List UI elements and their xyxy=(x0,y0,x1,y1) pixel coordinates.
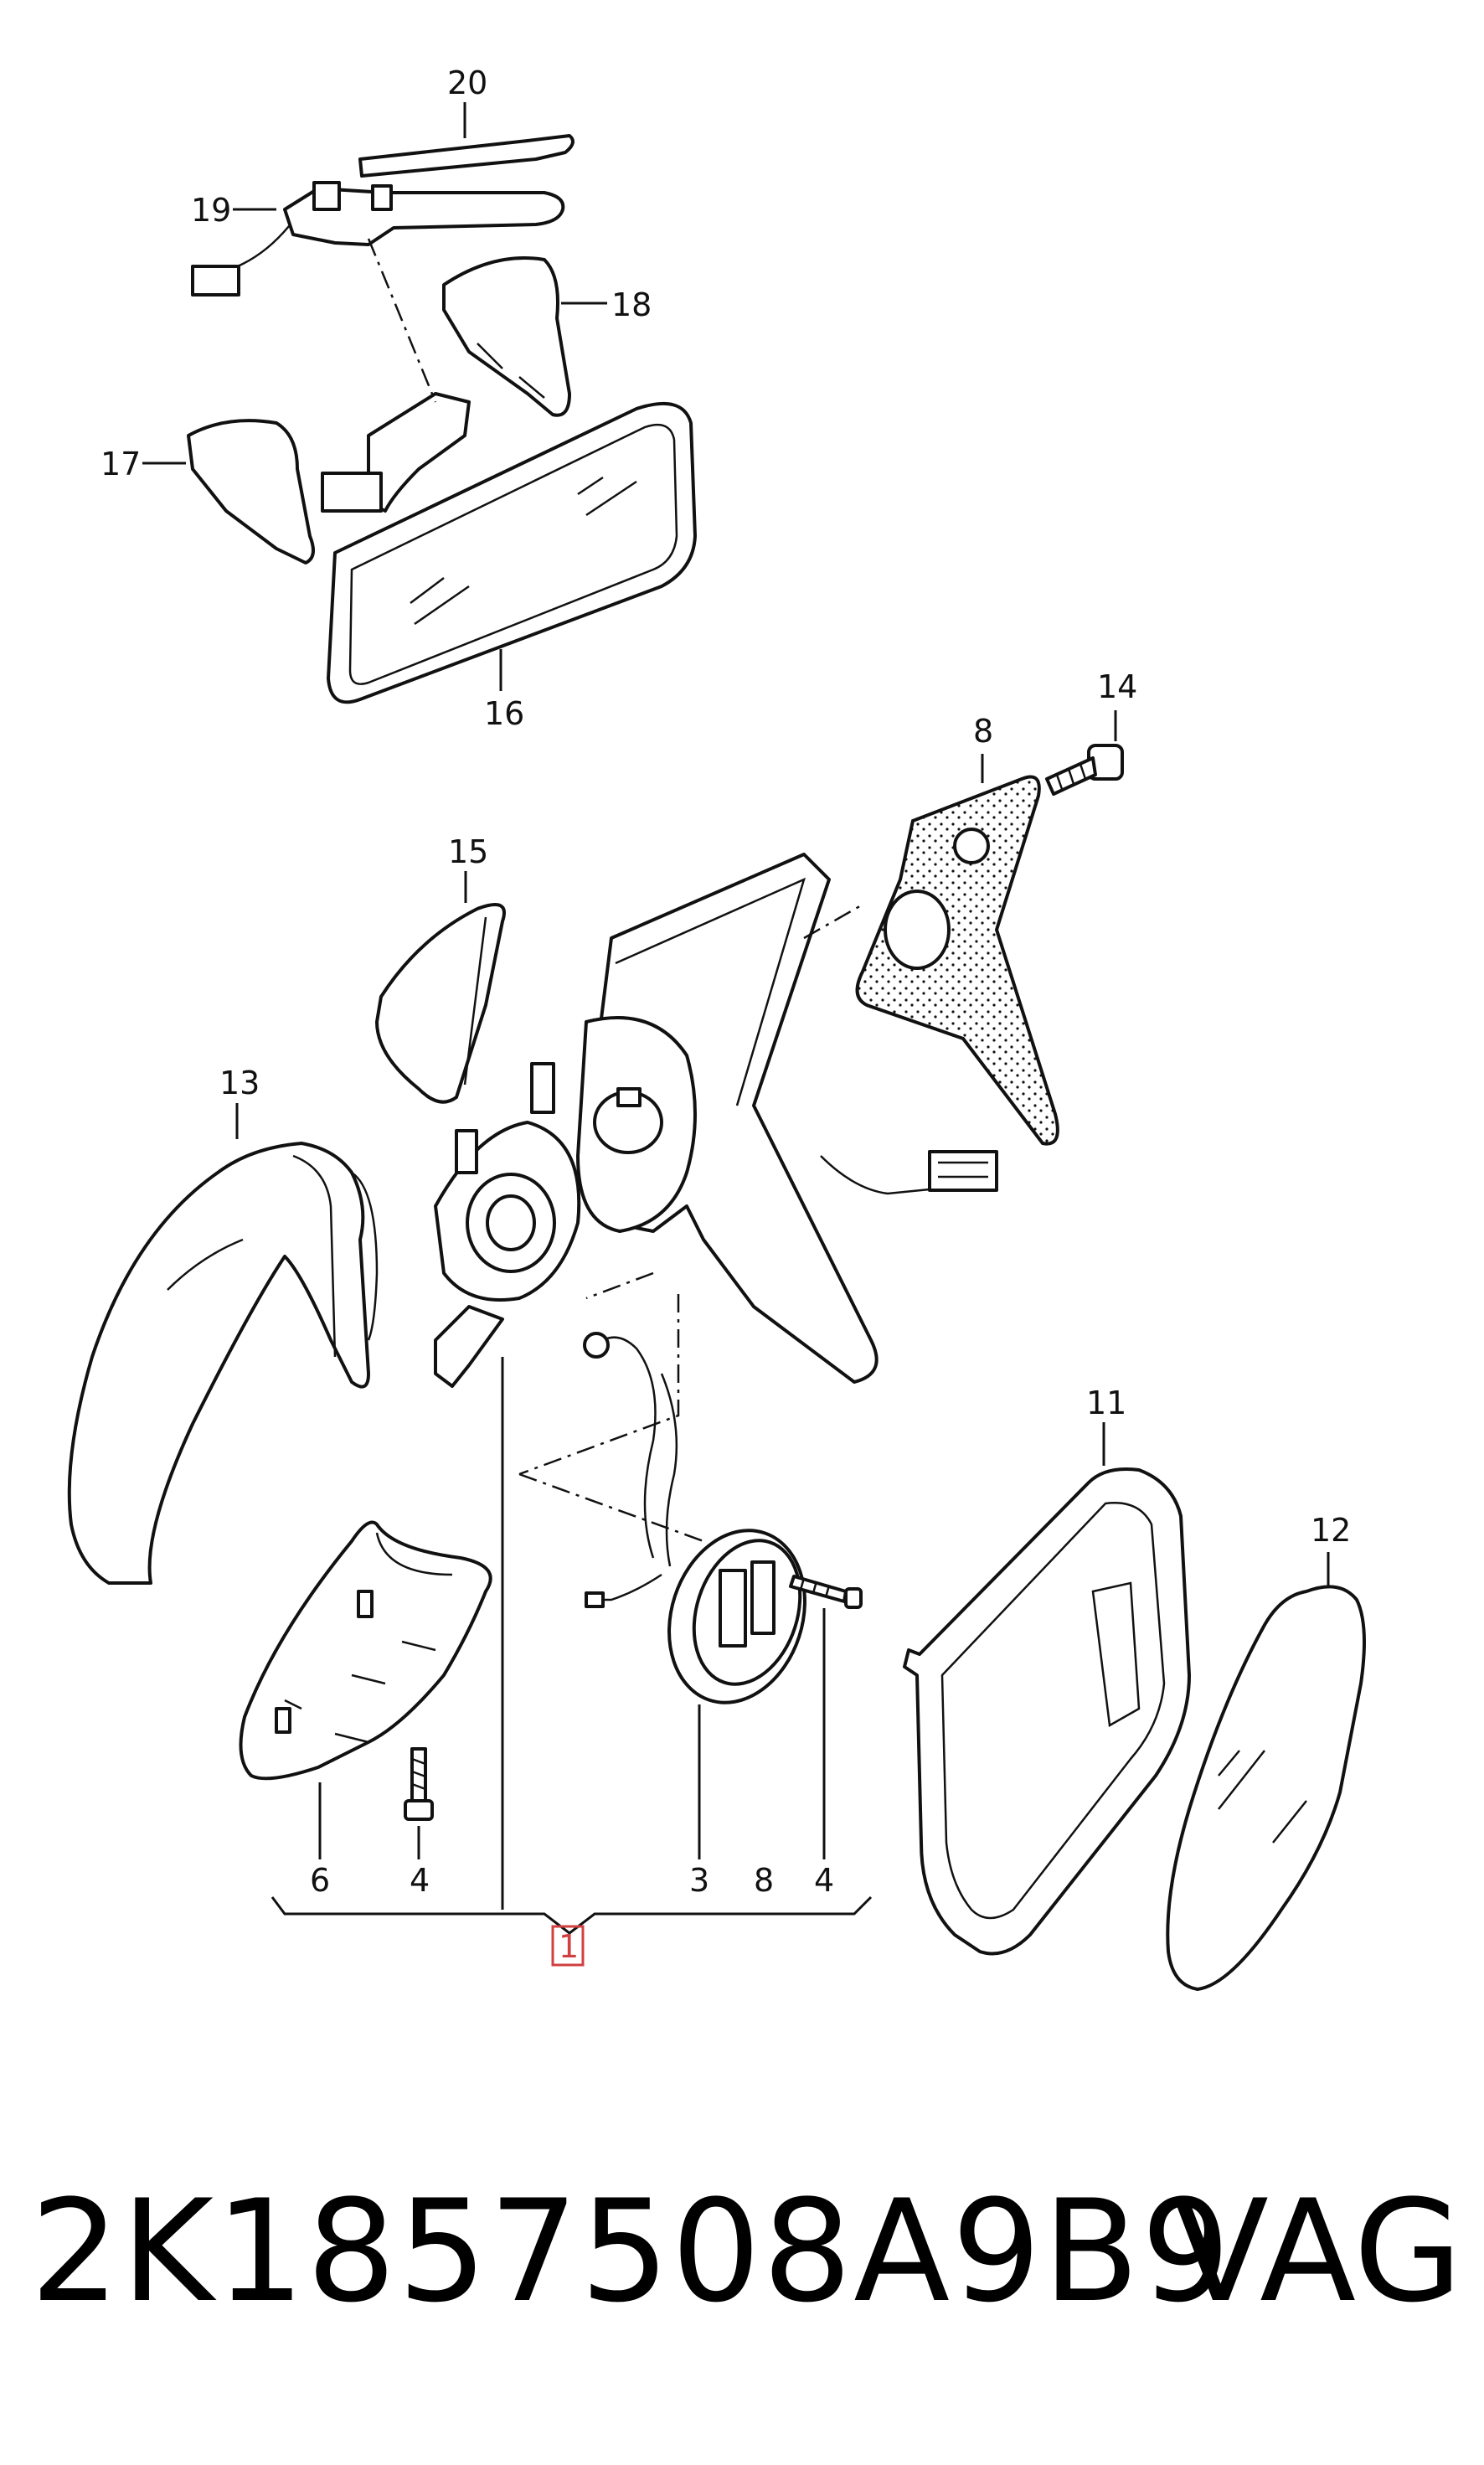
assembly-bracket xyxy=(271,1357,873,1935)
callout-13: 13 xyxy=(219,1065,260,1101)
callout-3: 3 xyxy=(689,1862,709,1899)
part-4-screw-right xyxy=(789,1575,863,1859)
callout-20: 20 xyxy=(447,64,487,101)
leader-dash-housing-8 xyxy=(803,903,863,940)
part-14-screw xyxy=(1045,710,1124,796)
callout-19: 19 xyxy=(191,192,231,229)
part-11-mirror-glass-carrier xyxy=(903,1422,1191,1956)
part-16-rear-view-mirror xyxy=(327,401,697,704)
leader-dash-19-16 xyxy=(367,238,437,403)
callout-14: 14 xyxy=(1097,668,1137,705)
part-4-screw-left xyxy=(404,1747,434,1859)
main-mirror-housing xyxy=(434,853,998,1388)
part-number: 2K1857508A9B9 xyxy=(30,2169,1233,2333)
part-18-mirror-mount-half xyxy=(442,256,607,417)
callout-6: 6 xyxy=(310,1862,330,1899)
part-6-inner-cover xyxy=(239,1520,492,1859)
part-12-mirror-glass xyxy=(1166,1552,1366,1991)
part-13-mirror-cover xyxy=(67,1103,379,1585)
callout-11: 11 xyxy=(1086,1385,1126,1421)
callout-1-highlight-box xyxy=(551,1925,585,1967)
callout-15: 15 xyxy=(448,833,488,870)
part-15-cap xyxy=(375,871,506,1104)
brand-name: VAG xyxy=(1172,2169,1463,2333)
exploded-parts-diagram: 20 19 18 17 16 14 8 15 13 11 12 6 4 3 8 … xyxy=(67,64,1366,1991)
callout-8-top: 8 xyxy=(973,713,993,750)
callout-8-bottom: 8 xyxy=(754,1862,774,1899)
callout-18: 18 xyxy=(611,286,652,323)
callout-12: 12 xyxy=(1311,1512,1351,1549)
part-20-cover-strip xyxy=(358,102,575,178)
callout-17: 17 xyxy=(100,446,141,482)
callout-4-right: 4 xyxy=(814,1862,834,1899)
callout-4-left: 4 xyxy=(410,1862,430,1899)
part-3-adjustment-motor xyxy=(583,1332,806,1859)
part-19-sensor-bracket xyxy=(191,181,565,297)
callout-16: 16 xyxy=(484,695,524,732)
part-8-mirror-base-gasket xyxy=(855,754,1059,1146)
callout-1: 1 xyxy=(559,1928,579,1965)
part-17-mirror-mount-half xyxy=(142,392,471,565)
leader-dash-motor xyxy=(518,1271,704,1543)
